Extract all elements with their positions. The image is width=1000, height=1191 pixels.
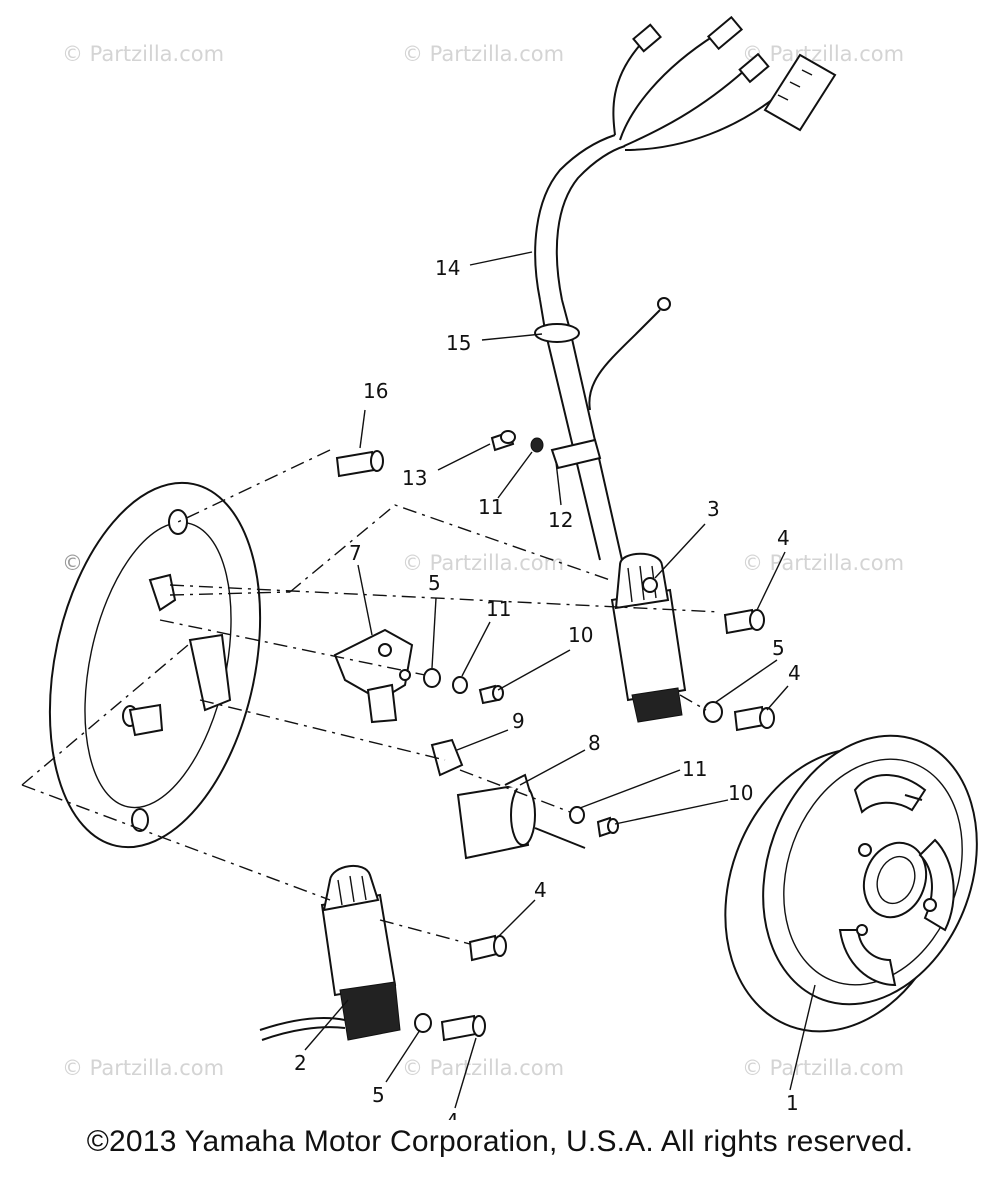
callout-5: 5 [428,571,441,595]
callout-2: 2 [294,1051,307,1075]
watermark: © Partzilla.com [62,42,225,66]
callout-5: 5 [772,636,785,660]
condenser [456,773,586,860]
watermark: © Partzilla.com [742,42,905,66]
lighting-coil [259,864,401,1041]
cam-felt [430,738,464,777]
callout-10: 10 [568,623,593,647]
wire-harness [534,15,837,561]
watermark: © Partzilla.com [742,551,905,575]
callout-4: 4 [534,878,547,902]
flywheel-rotor [724,734,978,1033]
watermark: © Partzilla.com [402,551,565,575]
callout-10: 10 [728,781,753,805]
exploded-parts-drawing: 14 15 16 13 11 12 3 4 7 5 11 10 5 4 9 8 … [21,15,978,1120]
callout-5: 5 [372,1083,385,1107]
watermark: © Partzilla.com [742,1056,905,1080]
callout-7: 7 [349,541,362,565]
watermark: © Partzilla.com [62,1056,225,1080]
callout-15: 15 [446,331,471,355]
callout-11: 11 [486,597,511,621]
stator-base-plate [48,481,262,849]
callout-numbers: 14 15 16 13 11 12 3 4 7 5 11 10 5 4 9 8 … [294,256,801,1120]
callout-8: 8 [588,731,601,755]
callout-13: 13 [402,466,427,490]
callout-4: 4 [777,526,790,550]
assembly-lines [21,449,721,945]
callout-1: 1 [786,1091,799,1115]
ignition-coil [610,552,687,723]
callout-3: 3 [707,497,720,521]
contact-breaker [333,628,414,724]
callout-14: 14 [435,256,460,280]
callout-4: 4 [788,661,801,685]
copyright-notice: ©2013 Yamaha Motor Corporation, U.S.A. A… [86,1125,914,1158]
leader-lines [304,251,816,1109]
callout-9: 9 [512,709,525,733]
watermark: © Partzilla.com [402,42,565,66]
callout-16: 16 [363,379,388,403]
fasteners [335,430,775,1042]
callout-11: 11 [478,495,503,519]
callout-11: 11 [682,757,707,781]
callout-4: 4 [446,1109,459,1120]
watermark: © Partzilla.com [402,1056,565,1080]
callout-12: 12 [548,508,573,532]
